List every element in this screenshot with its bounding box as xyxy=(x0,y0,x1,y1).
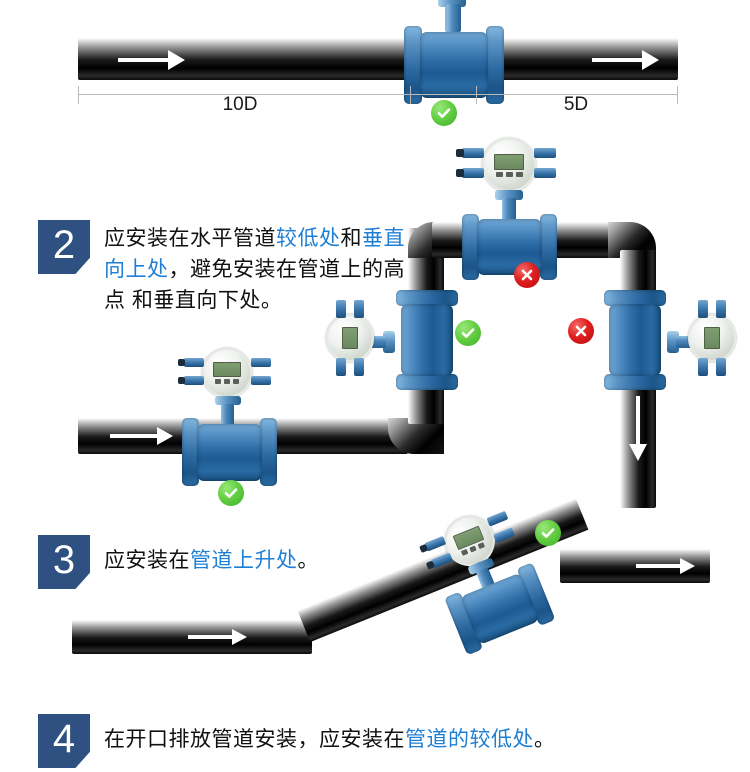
cable-gland-left-2 xyxy=(184,376,204,385)
flowmeter-riser-left xyxy=(326,288,462,392)
flange-top xyxy=(396,290,458,306)
transmitter-head xyxy=(326,314,374,362)
flange-bottom xyxy=(396,374,458,390)
caption-highlight: 垂直 xyxy=(362,227,405,250)
cable-gland-left-2 xyxy=(462,168,484,178)
dimension-tick-left xyxy=(78,86,79,104)
caption-text: 在开口排放管道安装，应安装在 xyxy=(104,728,405,751)
caption-step-3: 应安装在管道上升处。 xyxy=(104,545,319,576)
caption-text: 和 xyxy=(340,227,362,250)
meter-body xyxy=(401,304,453,376)
caption-highlight: 管道上升处 xyxy=(190,549,298,572)
caption-text: 点 和垂直向下处。 xyxy=(104,289,283,312)
caption-step-2-line-1: 应安装在水平管道较低处和垂直 xyxy=(104,223,405,254)
caption-step-4: 在开口排放管道安装，应安装在管道的较低处。 xyxy=(104,724,556,755)
neck-collar xyxy=(383,331,395,353)
pipe-low-flat xyxy=(72,620,312,654)
meter-neck xyxy=(447,4,461,32)
cable-gland-left xyxy=(462,148,484,158)
transmitter-head xyxy=(482,138,536,192)
cable-gland-top-2 xyxy=(354,300,364,318)
caption-step-2-line-2: 向上处，避免安装在管道上的高 xyxy=(104,254,405,285)
flange-top xyxy=(604,290,666,306)
caption-highlight: 向上处 xyxy=(104,258,169,281)
flange-right xyxy=(486,26,504,104)
cable-gland-top xyxy=(336,300,346,318)
lcd-display xyxy=(494,153,524,170)
flowmeter-bottom-horizontal xyxy=(176,348,286,486)
meter-neck xyxy=(221,404,234,426)
caption-text: 。 xyxy=(534,728,556,751)
status-ok-icon xyxy=(431,100,457,126)
dimension-label-downstream: 5D xyxy=(563,94,589,115)
flange-right xyxy=(540,214,557,280)
keypad[interactable] xyxy=(495,171,523,177)
caption-highlight: 较低处 xyxy=(276,227,341,250)
flange-left xyxy=(462,214,479,280)
neck-collar xyxy=(495,190,523,200)
dimension-label-upstream: 10D xyxy=(222,94,258,115)
cable-gland-top xyxy=(698,300,708,318)
cable-gland-right-2 xyxy=(493,527,516,544)
step-badge-4: 4 xyxy=(38,714,90,768)
cable-gland-left-tip xyxy=(456,149,464,157)
cable-gland-right xyxy=(251,358,271,367)
lcd-display xyxy=(342,327,358,349)
cable-gland-bottom xyxy=(698,358,708,376)
pipe-high-flat xyxy=(560,549,710,583)
cable-gland-top-2 xyxy=(716,300,726,318)
pipe-elbow-bottom xyxy=(388,418,444,454)
cable-gland-left-2-tip xyxy=(456,169,464,177)
meter-body xyxy=(609,304,661,376)
cable-gland-left xyxy=(184,358,204,367)
caption-highlight: 管道的较低处 xyxy=(405,728,534,751)
lcd-display xyxy=(213,362,241,377)
flowmeter-top-horizontal xyxy=(454,138,564,280)
neck-collar xyxy=(438,0,466,7)
cable-gland-right-2 xyxy=(251,376,271,385)
cable-gland-right xyxy=(534,148,556,158)
cable-gland-right-2 xyxy=(534,168,556,178)
step-badge-2: 2 xyxy=(38,220,90,274)
lcd-display xyxy=(704,327,720,349)
dimension-line xyxy=(78,94,678,95)
keypad[interactable] xyxy=(215,379,239,384)
status-ok-icon xyxy=(218,480,244,506)
meter-body xyxy=(197,424,262,481)
meter-neck xyxy=(502,198,516,220)
caption-text: 。 xyxy=(297,549,319,572)
meter-body xyxy=(420,32,488,98)
dimension-tick-mid-a xyxy=(410,86,411,104)
flange-bottom xyxy=(604,374,666,390)
status-bad-icon xyxy=(568,318,594,344)
dimension-tick-right xyxy=(677,86,678,104)
cable-gland-bottom xyxy=(336,358,346,376)
flange-right xyxy=(260,418,277,486)
flange-left xyxy=(404,26,422,104)
cable-gland-right xyxy=(486,510,509,527)
status-ok-icon xyxy=(535,520,561,546)
flowmeter-downcomer-right xyxy=(600,288,736,392)
cable-gland-bottom-2 xyxy=(354,358,364,376)
cable-gland-left-2-tip xyxy=(178,377,185,384)
caption-text: ，避免安装在管道上的高 xyxy=(168,258,405,281)
cable-gland-left-tip xyxy=(178,359,185,366)
flowmeter-straight-run xyxy=(402,4,506,106)
caption-step-2-line-3: 点 和垂直向下处。 xyxy=(104,285,282,316)
flange-left xyxy=(182,418,199,486)
transmitter-head xyxy=(202,348,252,398)
cable-gland-bottom-2 xyxy=(716,358,726,376)
pipe-horizontal-main xyxy=(78,38,678,80)
transmitter-head xyxy=(688,314,736,362)
neck-collar xyxy=(215,396,241,405)
status-ok-icon xyxy=(455,320,481,346)
status-bad-icon xyxy=(514,262,540,288)
caption-text: 应安装在水平管道 xyxy=(104,227,276,250)
caption-text: 应安装在 xyxy=(104,549,190,572)
step-badge-3: 3 xyxy=(38,535,90,589)
dimension-tick-mid-b xyxy=(476,86,477,104)
